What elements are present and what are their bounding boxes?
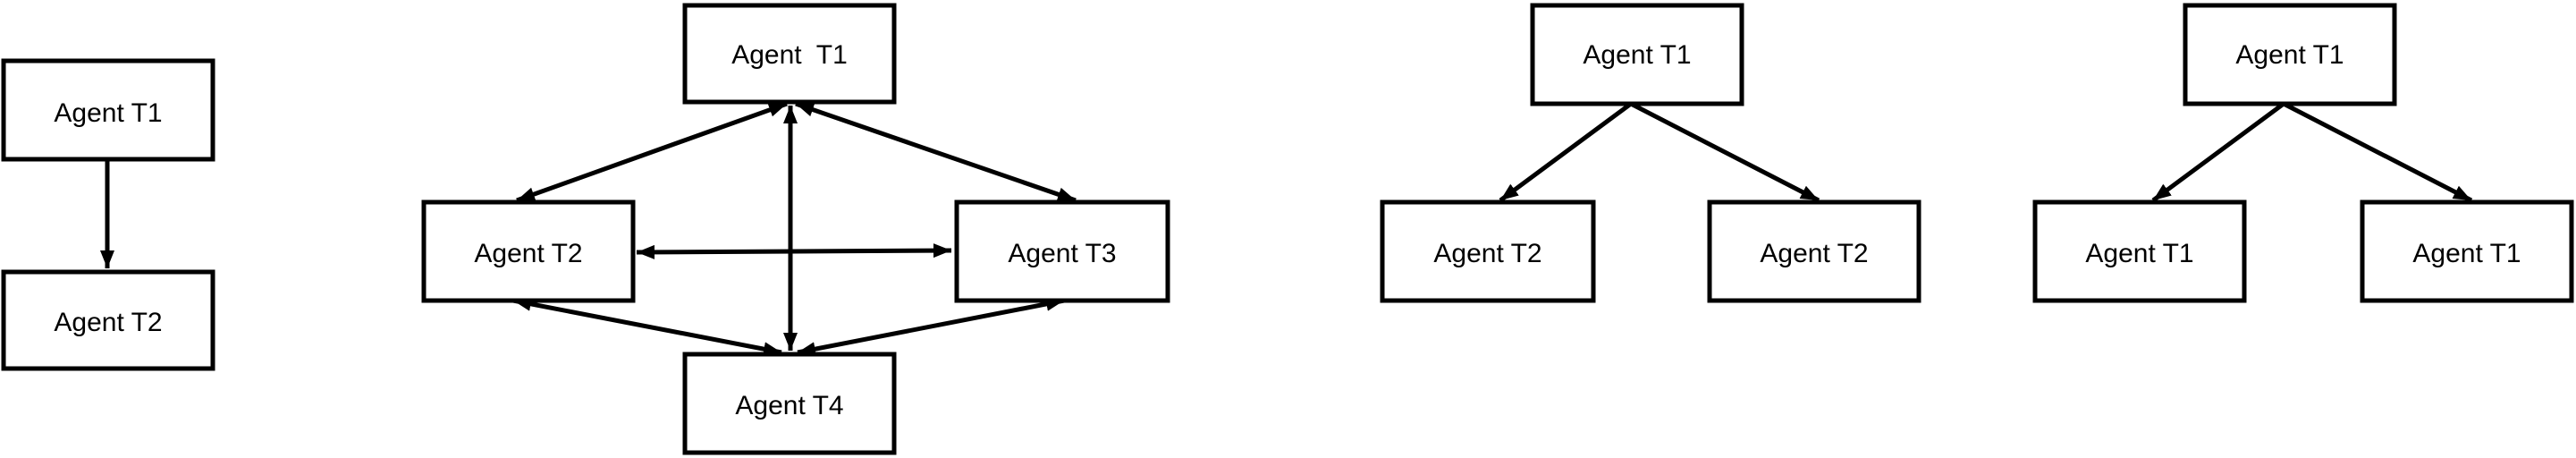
node-label: Agent T4 — [735, 391, 843, 420]
node-label: Agent T1 — [1583, 40, 1691, 70]
edge-c1-c2 — [1499, 101, 1633, 203]
node-label: Agent T1 — [2235, 40, 2344, 70]
diagram-hierarchy-heterogeneous: Agent T1 Agent T2 Agent T2 — [1380, 3, 1921, 303]
node-agent-t1: Agent T1 — [1, 58, 215, 162]
edge-b2-b4 — [512, 296, 782, 357]
node-agent-t1: Agent T1 — [682, 3, 897, 105]
node-agent-t1: Agent T1 — [2032, 199, 2247, 303]
diagram-hierarchy-homogeneous: Agent T1 Agent T1 Agent T1 — [2032, 3, 2574, 303]
node-agent-t4: Agent T4 — [682, 352, 897, 455]
node-agent-t2: Agent T2 — [1380, 199, 1596, 303]
diagram-fully-connected: Agent T1 Agent T2 Agent T3 Agent T4 — [421, 3, 1170, 455]
node-agent-t1: Agent T1 — [2360, 199, 2574, 303]
node-agent-t1: Agent T1 — [1530, 3, 1744, 106]
edge-b3-b4 — [797, 296, 1065, 357]
node-agent-t3: Agent T3 — [954, 199, 1170, 303]
node-label: Agent T1 — [54, 98, 162, 128]
node-agent-t1: Agent T1 — [2183, 3, 2397, 106]
node-agent-t2: Agent T2 — [421, 199, 636, 303]
node-label: Agent T2 — [1760, 239, 1868, 268]
node-label: Agent T1 — [2412, 239, 2521, 268]
edge-d1-d2 — [2151, 101, 2285, 203]
edge-b1-b2 — [516, 101, 788, 203]
node-label: Agent T1 — [731, 40, 848, 70]
diagram-chain: Agent T1 Agent T2 — [1, 58, 215, 371]
node-label: Agent T2 — [474, 239, 582, 268]
node-label: Agent T3 — [1008, 239, 1116, 268]
node-label: Agent T1 — [2085, 239, 2193, 268]
node-agent-t2: Agent T2 — [1707, 199, 1921, 303]
edge-c1-c3 — [1629, 101, 1820, 203]
node-agent-t2: Agent T2 — [1, 269, 215, 371]
edge-b1-b3 — [795, 101, 1077, 203]
edge-b2-b3 — [636, 243, 952, 259]
node-label: Agent T2 — [1433, 239, 1541, 268]
edge-d1-d3 — [2282, 101, 2473, 203]
node-label: Agent T2 — [54, 308, 162, 337]
